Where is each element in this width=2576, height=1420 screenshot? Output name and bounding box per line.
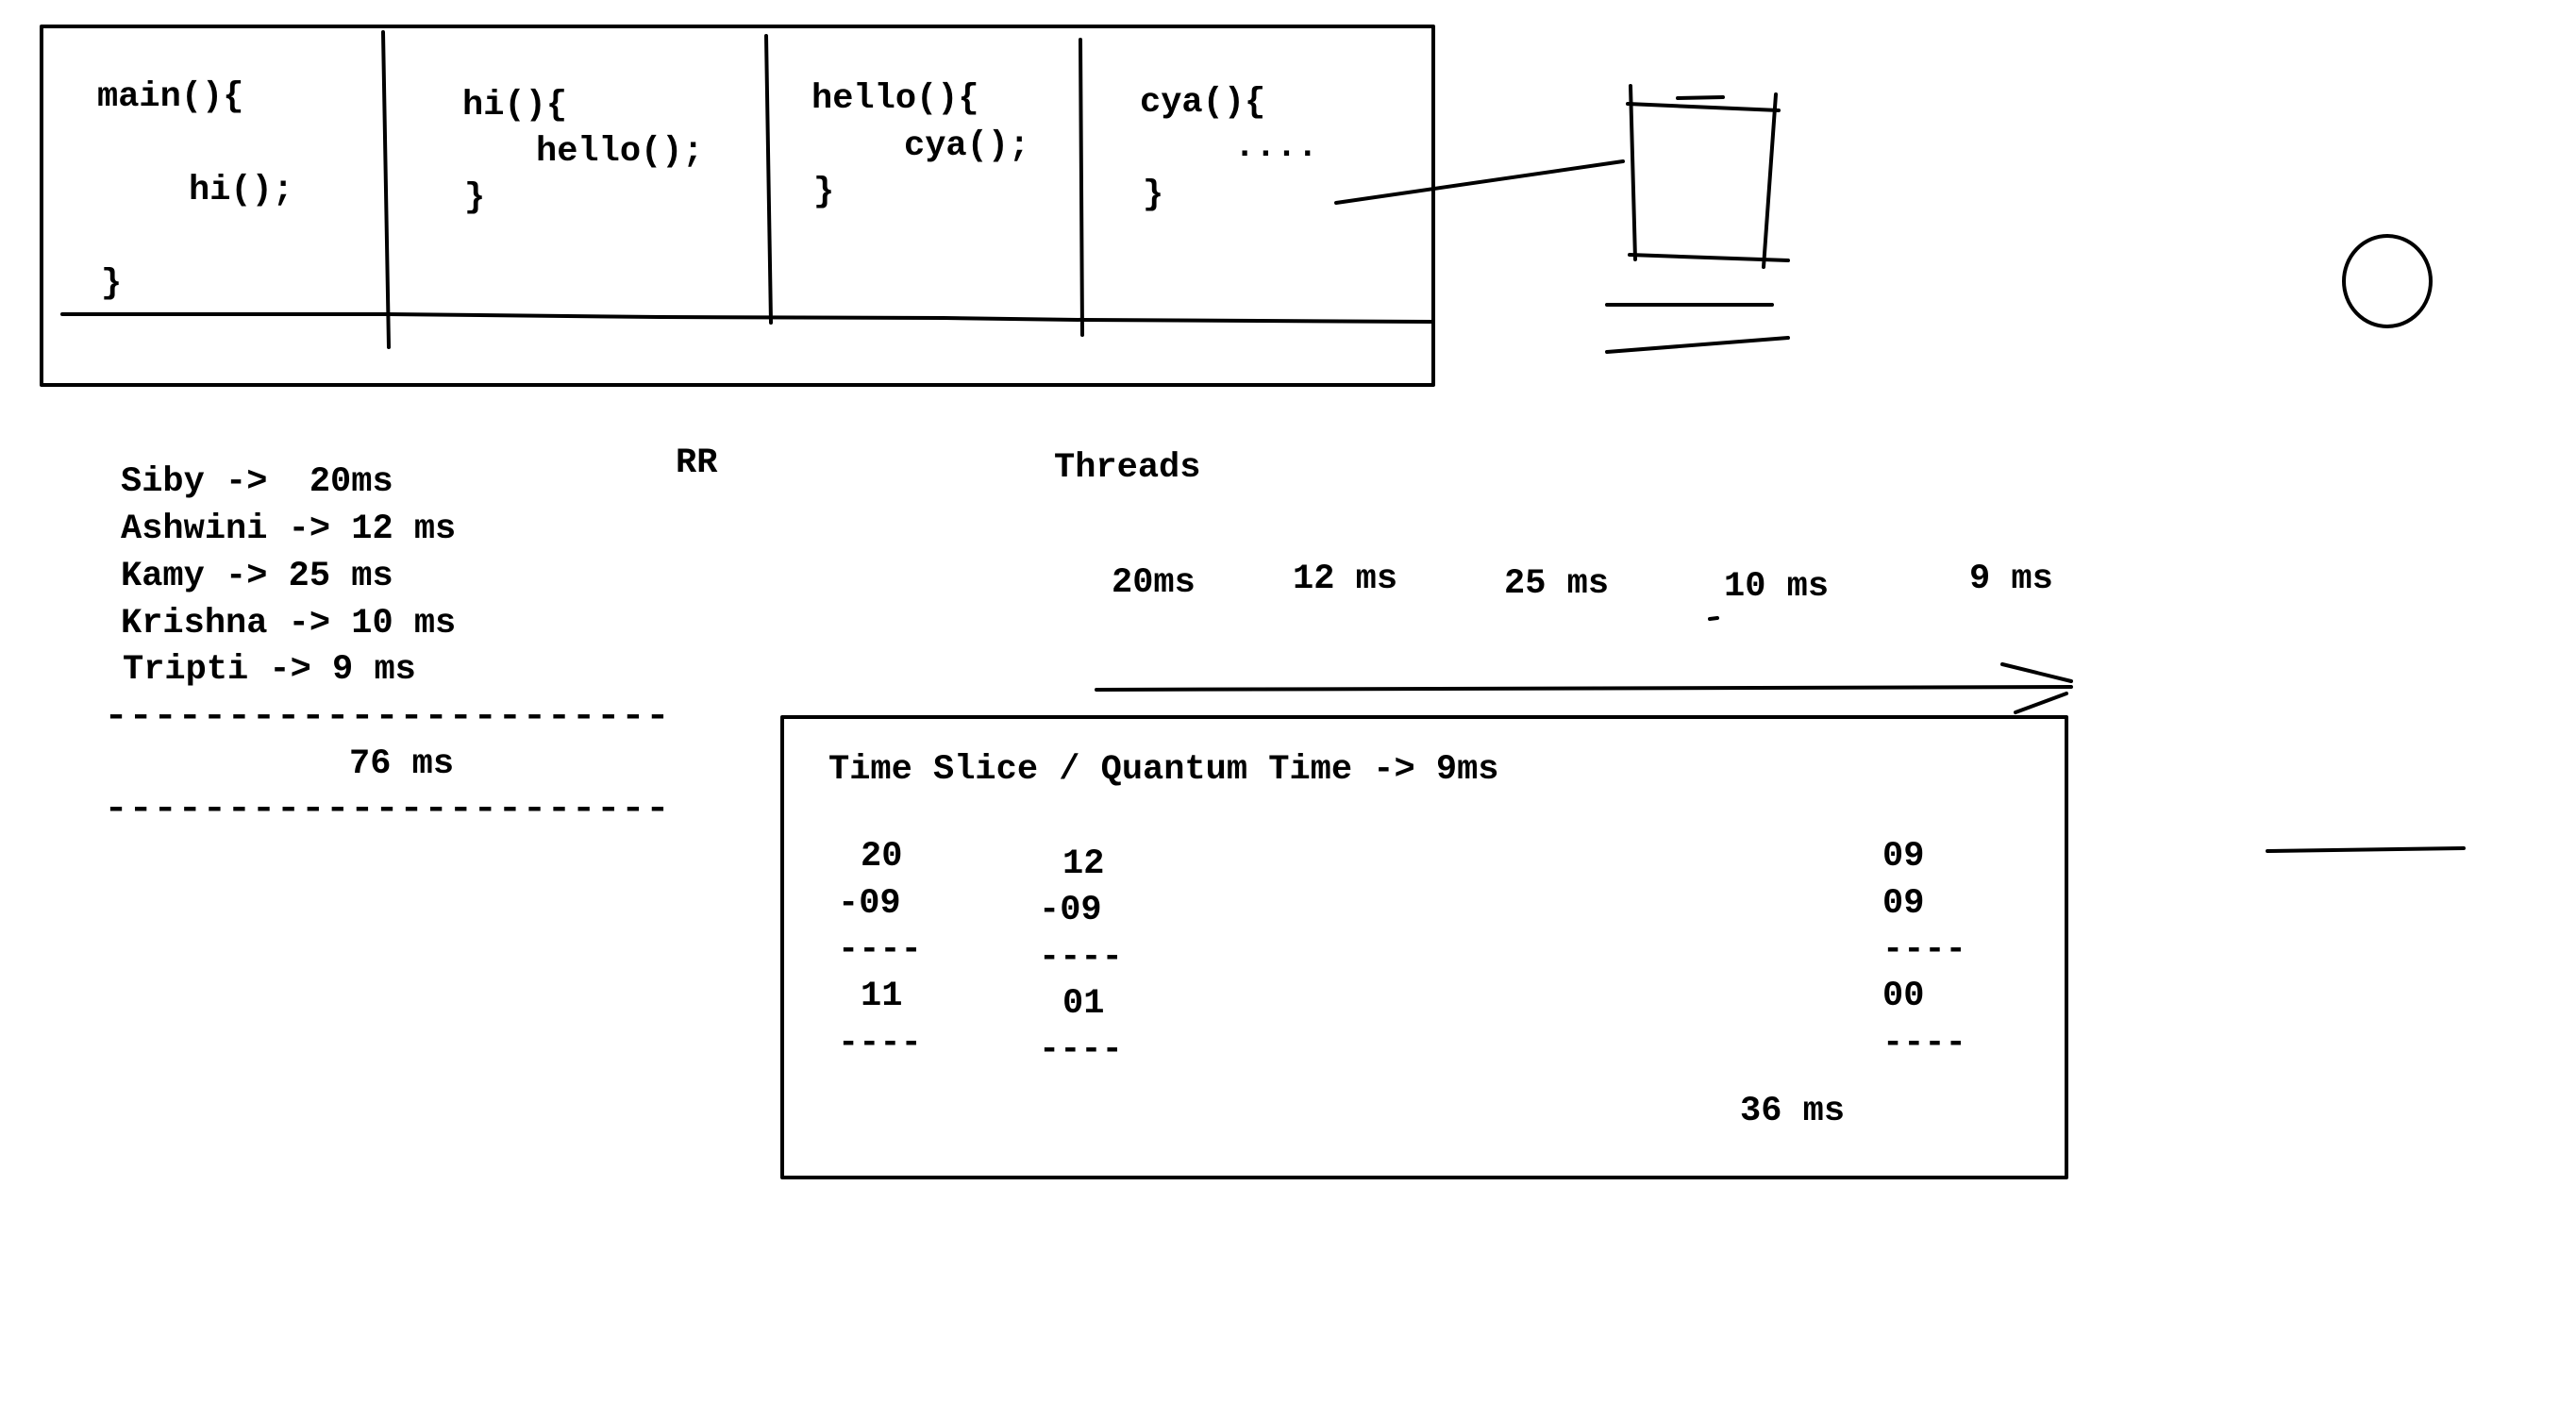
call-stack-divider-3 xyxy=(1079,38,1084,337)
frame-sketch-right xyxy=(1762,92,1778,269)
calc-3-result: 00 xyxy=(1882,977,1924,1016)
timeline-arrow xyxy=(1095,662,2073,714)
circle-shape xyxy=(2342,234,2433,328)
stroke-underline-2 xyxy=(1605,336,1790,354)
cya-frame-line-1: cya(){ xyxy=(1140,83,1265,123)
process-row-krishna: Krishna -> 10 ms xyxy=(121,604,456,643)
process-divider-top: ----------------------- xyxy=(104,697,670,737)
process-total: 76 ms xyxy=(349,744,454,784)
process-row-tripti: Tripti -> 9 ms xyxy=(123,650,416,690)
hi-frame-line-3: } xyxy=(464,178,485,218)
threads-label: Threads xyxy=(1054,448,1200,488)
calc-2-minuend: 12 xyxy=(1062,844,1104,884)
main-frame-line-3: } xyxy=(101,264,122,304)
process-row-kamy: Kamy -> 25 ms xyxy=(121,557,393,596)
calc-column-2: 12 -09 ---- 01 ---- xyxy=(1039,844,1123,1070)
frame-sketch-top xyxy=(1626,95,1781,112)
call-stack-divider-1 xyxy=(381,30,391,349)
calc-1-rule: ---- xyxy=(838,930,922,970)
thread-timeline: 20ms 12 ms 25 ms 10 ms 9 ms xyxy=(1095,560,2073,714)
process-row-ashwini: Ashwini -> 12 ms xyxy=(121,510,456,549)
hi-frame-line-1: hi(){ xyxy=(462,86,567,125)
calc-1-result: 11 xyxy=(861,977,902,1016)
frame-sketch-left xyxy=(1629,84,1637,261)
rr-label: RR xyxy=(676,443,718,483)
pointer-line xyxy=(1334,159,1625,205)
calc-2-result: 01 xyxy=(1062,984,1104,1024)
call-stack-baseline xyxy=(60,312,1433,324)
hello-frame-line-3: } xyxy=(813,173,834,212)
calc-2-subtrahend: -09 xyxy=(1039,891,1102,930)
calc-2-rule: ---- xyxy=(1039,938,1123,977)
call-stack-panel: main(){ hi(); } hi(){ hello(); } hello()… xyxy=(40,25,1435,387)
calc-3-rule-2: ---- xyxy=(1882,1024,1966,1063)
round-robin-box: Time Slice / Quantum Time -> 9ms 20 -09 … xyxy=(780,715,2068,1179)
calc-1-subtrahend: -09 xyxy=(838,884,901,924)
hi-frame-line-2: hello(); xyxy=(536,132,704,172)
calc-1-minuend: 20 xyxy=(861,837,902,877)
hello-frame: hello(){ cya(); } xyxy=(811,79,1029,212)
sketch-circle xyxy=(2342,234,2433,328)
process-list: Siby -> 20ms Ashwini -> 12 ms Kamy -> 25… xyxy=(104,462,670,829)
hello-frame-line-1: hello(){ xyxy=(811,79,979,119)
frame-sketch-bottom xyxy=(1628,253,1790,262)
elapsed-time: 36 ms xyxy=(1740,1092,1845,1131)
thread-duration-4: 10 ms xyxy=(1724,567,1829,607)
thread-duration-5: 9 ms xyxy=(1969,560,2053,599)
hello-frame-line-2: cya(); xyxy=(904,126,1029,166)
process-divider-bottom: ----------------------- xyxy=(104,790,670,829)
calc-column-3: 09 09 ---- 00 ---- xyxy=(1882,837,1966,1063)
call-stack-divider-2 xyxy=(764,34,773,325)
calc-column-1: 20 -09 ---- 11 ---- xyxy=(838,837,922,1063)
main-frame-line-2: hi(); xyxy=(189,171,293,210)
cya-frame-line-3: } xyxy=(1143,175,1163,215)
timeline-tick xyxy=(1708,616,1719,621)
calc-3-rule: ---- xyxy=(1882,930,1966,970)
calc-1-rule-2: ---- xyxy=(838,1024,922,1063)
calc-3-subtrahend: 09 xyxy=(1882,884,1924,924)
main-frame: main(){ hi(); } xyxy=(97,77,293,304)
hi-frame: hi(){ hello(); } xyxy=(462,86,704,218)
calc-3-minuend: 09 xyxy=(1882,837,1924,877)
thread-duration-2: 12 ms xyxy=(1293,560,1397,599)
round-robin-border xyxy=(780,715,2068,1179)
cya-frame: cya(){ .... } xyxy=(1140,83,1318,215)
calc-2-rule-2: ---- xyxy=(1039,1030,1123,1070)
main-frame-line-1: main(){ xyxy=(97,77,243,117)
call-stack-border xyxy=(40,25,1435,387)
cya-frame-line-2: .... xyxy=(1234,127,1318,167)
thread-duration-3: 25 ms xyxy=(1504,564,1609,604)
stack-frame-sketch xyxy=(1334,84,1790,354)
process-row-siby: Siby -> 20ms xyxy=(121,462,393,502)
quantum-title: Time Slice / Quantum Time -> 9ms xyxy=(828,750,1499,790)
thread-duration-1: 20ms xyxy=(1112,563,1196,603)
stray-dash xyxy=(2266,846,2466,853)
